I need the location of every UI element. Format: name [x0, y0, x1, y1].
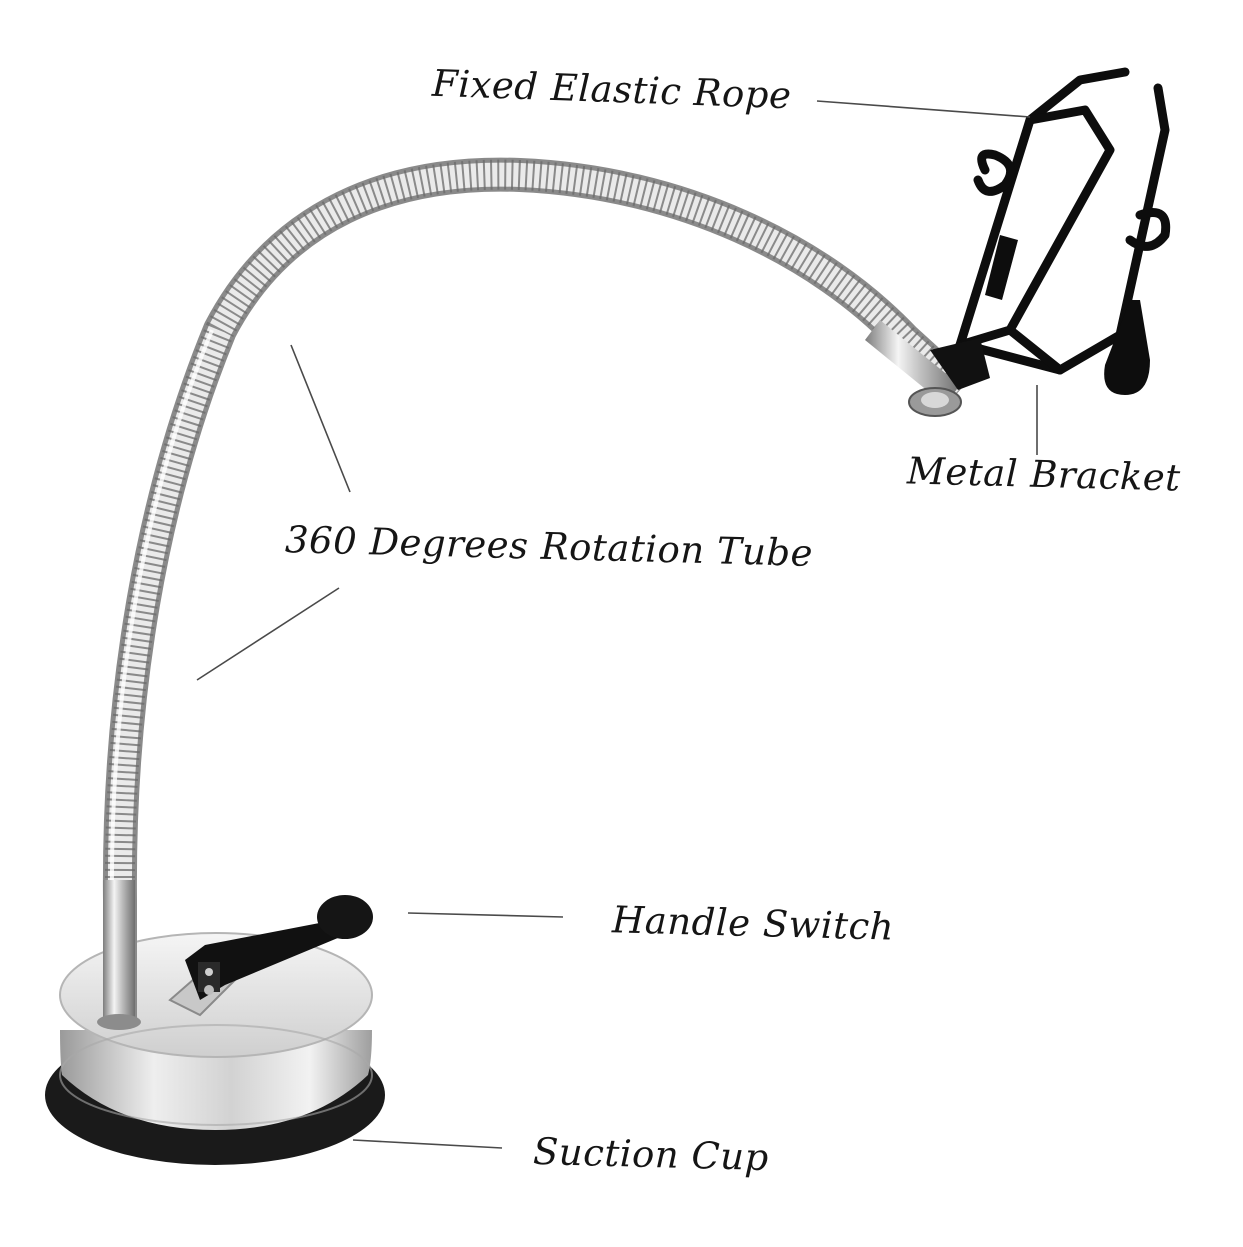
leader-suction-cup [352, 1139, 503, 1149]
label-handle-switch: Handle Switch [611, 898, 895, 949]
rotation-tube [97, 157, 972, 1030]
handle-lever [185, 920, 345, 1000]
bracket-grip-right [1104, 300, 1150, 395]
tube-lower-sleeve [103, 880, 135, 1020]
leader-handle-switch [407, 912, 564, 918]
base-side [60, 1030, 372, 1130]
handle-switch [168, 895, 373, 1017]
label-suction-cup: Suction Cup [532, 1129, 770, 1180]
label-metal-bracket: Metal Bracket [906, 449, 1182, 500]
leader-rotation-tube-upper [290, 344, 351, 493]
bracket-mount [930, 338, 990, 390]
bracket-arm-left [955, 67, 1130, 350]
bracket-grip-left [985, 235, 1018, 300]
handle-knob [317, 895, 373, 939]
leader-fixed-elastic-rope [816, 100, 1031, 118]
leader-rotation-tube-lower [196, 587, 340, 681]
